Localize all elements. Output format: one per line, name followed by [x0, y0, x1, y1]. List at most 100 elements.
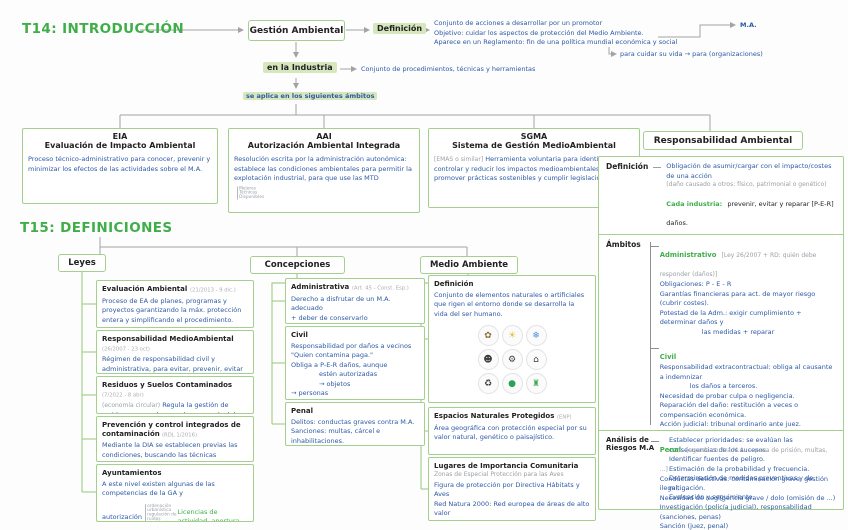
ley-green-note: Licencias de actividad, apertura	[177, 507, 240, 522]
water-icon: ❄	[525, 325, 547, 346]
ma-item-title: Lugares de Importancia Comunitaria	[434, 462, 579, 470]
ley-ref: (21/2013 - 9 dic.)	[189, 287, 236, 294]
ma-item-body: Área geográfica con protección especial …	[434, 423, 587, 442]
analisis-label-1: Análisis de	[606, 436, 649, 444]
ambito-administrativo-ref: [Ley 26/2007 + RD: quién debe responder …	[659, 252, 817, 278]
ley-title: Evaluación Ambiental	[102, 285, 188, 293]
ley-body: A este nivel existen algunas de las comp…	[102, 479, 215, 498]
definicion-line-1: Conjunto de acciones a desarrollar por u…	[434, 19, 603, 27]
ley-body: Regula la gestión de residuos generados,…	[102, 401, 235, 413]
analisis-line: Identificar fuentes de peligro.	[669, 455, 765, 463]
industria-pill: en la Industria	[263, 62, 337, 73]
ma-item-line: Figura de protección por Directiva Hábit…	[434, 480, 580, 499]
analisis-riesgos-section: Análisis de Riesgos M.A Establecer prior…	[599, 431, 843, 508]
root-node-gestion-ambiental: Gestión Ambiental	[248, 20, 345, 41]
medio-ambiente-label-box: Medio Ambiente	[420, 256, 518, 274]
ma-item-title: Definición	[434, 280, 474, 288]
leyes-label-box: Leyes	[58, 254, 106, 272]
aai-title: Autorización Ambiental Integrada	[247, 140, 401, 150]
ma-item-ref: (ENP)	[556, 414, 572, 421]
concepcion-line: estén autorizadas	[319, 370, 378, 378]
concepcion-title: Administrativa	[291, 283, 350, 291]
responsabilidad-title-box: Responsabilidad Ambiental	[643, 131, 803, 150]
civil-line: Reparación del daño: restitución a veces…	[659, 401, 799, 419]
penal-line: Necesidad de negligencia grave / dolo (o…	[659, 493, 836, 502]
sgma-pre: [EMAS o similar]	[434, 156, 484, 163]
responsabilidad-def-green: Cada industria:	[666, 200, 723, 208]
sgma-title: Sistema de Gestión MedioAmbiental	[452, 140, 616, 150]
ley-ref: (26/2007 - 23 oct)	[102, 345, 150, 352]
responsabilidad-def-grey: (daño causado a otros: físico, patrimoni…	[666, 181, 827, 188]
ambito-administrativo: Administrativo [Ley 26/2007 + RD: quién …	[650, 242, 836, 337]
responsabilidad-def-dark: prevenir, evitar y reparar [P-E-R] daños…	[666, 200, 834, 227]
t14-heading: T14: INTRODUCCIÓN	[22, 21, 185, 37]
concepcion-line: "Quien contamina paga."	[291, 351, 373, 359]
industry-icon: ⚙	[501, 349, 523, 370]
definicion-line-3: Aparece en un Reglamento: fin de una pol…	[434, 38, 678, 46]
civil-line: Necesidad de probar culpa o negligencia.	[659, 391, 795, 400]
ayuntamientos-bracket: ordenación urbanística regulación de rui…	[144, 502, 189, 521]
ma-item-body: Conjunto de elementos naturales o artifi…	[434, 290, 585, 318]
aai-mtd-item: Mejores	[239, 185, 256, 191]
penal-line: Investigación (policía judicial), respon…	[659, 503, 812, 521]
concepcion-civil: Civil Responsabilidad por daños a vecino…	[285, 326, 425, 400]
aai-box: AAI Autorización Ambiental Integrada Res…	[228, 128, 420, 213]
medio-ambiente-diagram: ✿ ☀ ❄ ☻ ⚙ ⌂ ♻ ● ♜	[473, 325, 551, 394]
ley-title: Residuos y Suelos Contaminados	[102, 381, 233, 389]
ley-title: Ayuntamientos	[102, 469, 162, 477]
analisis-line: Establecer prioridades: se evalúan las c…	[669, 436, 793, 454]
eia-body: Proceso técnico-administrativo para cono…	[28, 155, 211, 173]
ley-ref: (RDL 1/2016)	[162, 431, 198, 438]
ma-item-line: para conservar la biodiversidad	[452, 519, 590, 521]
concepcion-line: Derecho a disfrutar de un M.A. adecuado	[291, 294, 391, 313]
ley-pre: (economía circular)	[102, 402, 161, 409]
ambito-penal-ref: [agrede contra M.A. → pena de prisión, m…	[659, 446, 828, 473]
admin-line: Obligaciones: P - E - R	[659, 280, 732, 288]
ma-definicion: Definición Conjunto de elementos natural…	[428, 275, 596, 403]
aai-body: Resolución escrita por la administración…	[234, 155, 412, 182]
civil-line: Acción judicial: tribunal ordinario ante…	[659, 420, 801, 428]
analisis-line: Estimación de la probabilidad y frecuenc…	[669, 464, 810, 473]
concepcion-line: Obliga a P-E-R daños, aunque	[291, 360, 388, 369]
concepcion-ref: (Art. 45 - Const. Esp.)	[351, 285, 409, 292]
concepcion-line: → objetos	[319, 379, 351, 388]
aai-mtd-item: Disponibles	[239, 193, 265, 199]
connector-dash	[653, 167, 662, 168]
concepcion-title: Civil	[291, 331, 308, 339]
concepcion-line: Responsabilidad por daños a vecinos	[291, 341, 412, 350]
ley-responsabilidad-ma: Responsabilidad MedioAmbiental (26/2007 …	[96, 330, 254, 374]
eia-title: Evaluación de Impacto Ambiental	[44, 140, 196, 150]
institutions-icon: ♜	[525, 373, 547, 394]
civil-line: Responsabilidad extracontractual: obliga…	[659, 363, 833, 381]
earth-icon: ●	[501, 373, 523, 394]
responsabilidad-definicion-section: Definición Obligación de asumir/cargar c…	[599, 157, 843, 235]
ley-title: Prevención y control integrados de conta…	[102, 421, 241, 438]
ambito-civil-label: Civil	[659, 353, 677, 361]
analisis-label-2: Riesgos M.A	[606, 444, 655, 452]
ambito-administrativo-label: Administrativo	[659, 251, 717, 259]
concepciones-label-box: Concepciones	[250, 256, 345, 274]
ma-item-title: Espacios Naturales Protegidos	[434, 412, 555, 420]
bracket-item: gestión de residuos urbanos	[147, 520, 188, 521]
bracket-item: ordenación urbanística	[147, 502, 172, 513]
aai-abbr: AAI	[316, 132, 332, 141]
bracket-item: regulación de ruidos	[147, 511, 177, 521]
analisis-line: Evaluación y seguimiento.	[669, 493, 755, 501]
ma-item-line: Red Natura 2000: Red europea de áreas de…	[434, 499, 590, 518]
definicion-sub-note: para cuidar su vida → para (organizacion…	[620, 50, 763, 58]
city-icon: ⌂	[525, 349, 547, 370]
eia-box: EIA Evaluación de Impacto Ambiental Proc…	[22, 128, 218, 204]
admin-line: Garantías financieras para act. de mayor…	[659, 289, 816, 308]
concepcion-line: Delitos: conductas graves contra M.A.	[291, 417, 415, 426]
sun-icon: ☀	[501, 325, 523, 346]
responsabilidad-def-blue: Obligación de asumir/cargar con el impac…	[666, 162, 832, 180]
responsabilidad-definicion-label: Definición	[606, 162, 649, 171]
ley-body: Mediante la DIA se establecen previas la…	[102, 441, 238, 461]
civil-line: los daños a terceros.	[689, 382, 758, 390]
ambitos-label: Ámbitos	[606, 240, 641, 249]
ley-evaluacion-ambiental: Evaluación Ambiental (21/2013 - 9 dic.) …	[96, 280, 254, 328]
ley-body: Proceso de EA de planes, programas y pro…	[102, 296, 242, 324]
ley-ayuntamientos: Ayuntamientos A este nivel existen algun…	[96, 464, 254, 522]
waste-icon: ♻	[477, 373, 499, 394]
